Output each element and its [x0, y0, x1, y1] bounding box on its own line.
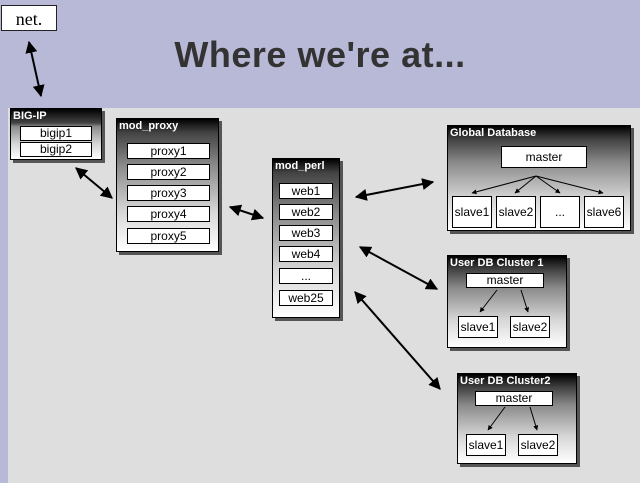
- user-db2-box: User DB Cluster2 master slave1 slave2: [457, 373, 577, 464]
- web-item: web1: [279, 183, 333, 199]
- web-item: web2: [279, 204, 333, 220]
- web-item: web25: [279, 290, 333, 306]
- link-perl-userdb2: [354, 291, 441, 390]
- user-db2-slave: slave1: [466, 434, 506, 456]
- link-udb1-master-slave1: [479, 289, 498, 313]
- link-bigip-proxy: [75, 167, 113, 199]
- web-item: web4: [279, 246, 333, 262]
- user-db2-title: User DB Cluster2: [460, 375, 551, 387]
- bigip-item: bigip1: [20, 126, 92, 141]
- proxy-item: proxy5: [127, 228, 210, 244]
- link-global-master-slave6: [535, 175, 604, 195]
- bigip-title: BIG-IP: [13, 110, 47, 122]
- user-db1-slave: slave1: [458, 316, 498, 338]
- global-db-box: Global Database master slave1 slave2 ...…: [447, 125, 631, 231]
- user-db1-slave: slave2: [510, 316, 550, 338]
- mod-proxy-box: mod_proxy proxy1 proxy2 proxy3 proxy4 pr…: [116, 118, 219, 252]
- link-proxy-perl: [228, 204, 265, 221]
- link-global-master-slave2: [514, 175, 537, 194]
- global-db-slave: slave6: [584, 196, 624, 228]
- global-db-master: master: [501, 146, 587, 168]
- link-global-master-slave3: [535, 175, 561, 194]
- link-udb1-master-slave2: [520, 289, 530, 313]
- bigip-box: BIG-IP bigip1 bigip2: [10, 108, 102, 160]
- web-item: web3: [279, 225, 333, 241]
- title-band: [0, 0, 640, 108]
- proxy-item: proxy4: [127, 206, 210, 222]
- mod-perl-title: mod_perl: [275, 160, 325, 172]
- link-net-bigip: [25, 40, 45, 98]
- link-udb2-master-slave1: [487, 406, 506, 431]
- global-db-title: Global Database: [450, 127, 537, 139]
- proxy-item: proxy1: [127, 143, 210, 159]
- link-udb2-master-slave2: [529, 406, 539, 431]
- user-db2-master: master: [475, 391, 553, 406]
- global-db-slave: slave2: [496, 196, 536, 228]
- user-db1-master: master: [466, 273, 544, 288]
- user-db2-slave: slave2: [518, 434, 558, 456]
- global-db-slave: slave1: [452, 196, 492, 228]
- mod-proxy-title: mod_proxy: [119, 120, 179, 132]
- proxy-item: proxy3: [127, 185, 210, 201]
- link-perl-userdb1: [358, 246, 439, 290]
- user-db1-box: User DB Cluster 1 master slave1 slave2: [447, 255, 567, 348]
- page-title: Where we're at...: [174, 34, 466, 75]
- web-item: ...: [279, 268, 333, 284]
- global-db-slave: ...: [540, 196, 580, 228]
- link-perl-globaldb: [354, 178, 435, 201]
- bigip-item: bigip2: [20, 142, 92, 157]
- link-global-master-slave1: [471, 175, 537, 195]
- user-db1-title: User DB Cluster 1: [450, 257, 544, 269]
- mod-perl-box: mod_perl web1 web2 web3 web4 ... web25: [272, 158, 340, 318]
- proxy-item: proxy2: [127, 164, 210, 180]
- net-node: net.: [1, 5, 57, 31]
